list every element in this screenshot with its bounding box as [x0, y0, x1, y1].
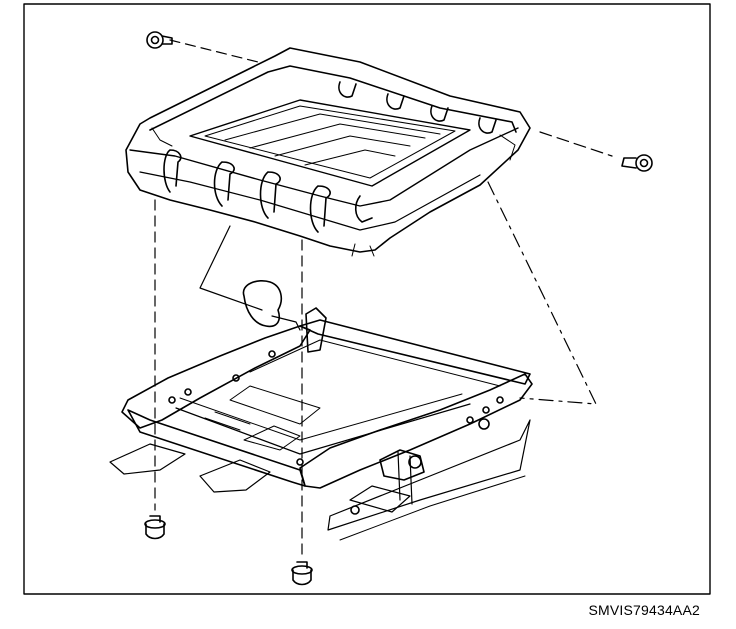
seat-cushion-frame	[126, 48, 530, 256]
bolt-top-left	[147, 32, 172, 48]
seat-adjuster-frame	[110, 281, 532, 540]
figure-caption: SMVIS79434AA2	[588, 602, 700, 618]
figure-border	[24, 4, 710, 594]
bolt-bottom-center	[292, 562, 312, 585]
leader-lines	[155, 40, 612, 560]
bolt-bottom-left	[145, 516, 165, 539]
bolt-top-right	[622, 155, 652, 171]
